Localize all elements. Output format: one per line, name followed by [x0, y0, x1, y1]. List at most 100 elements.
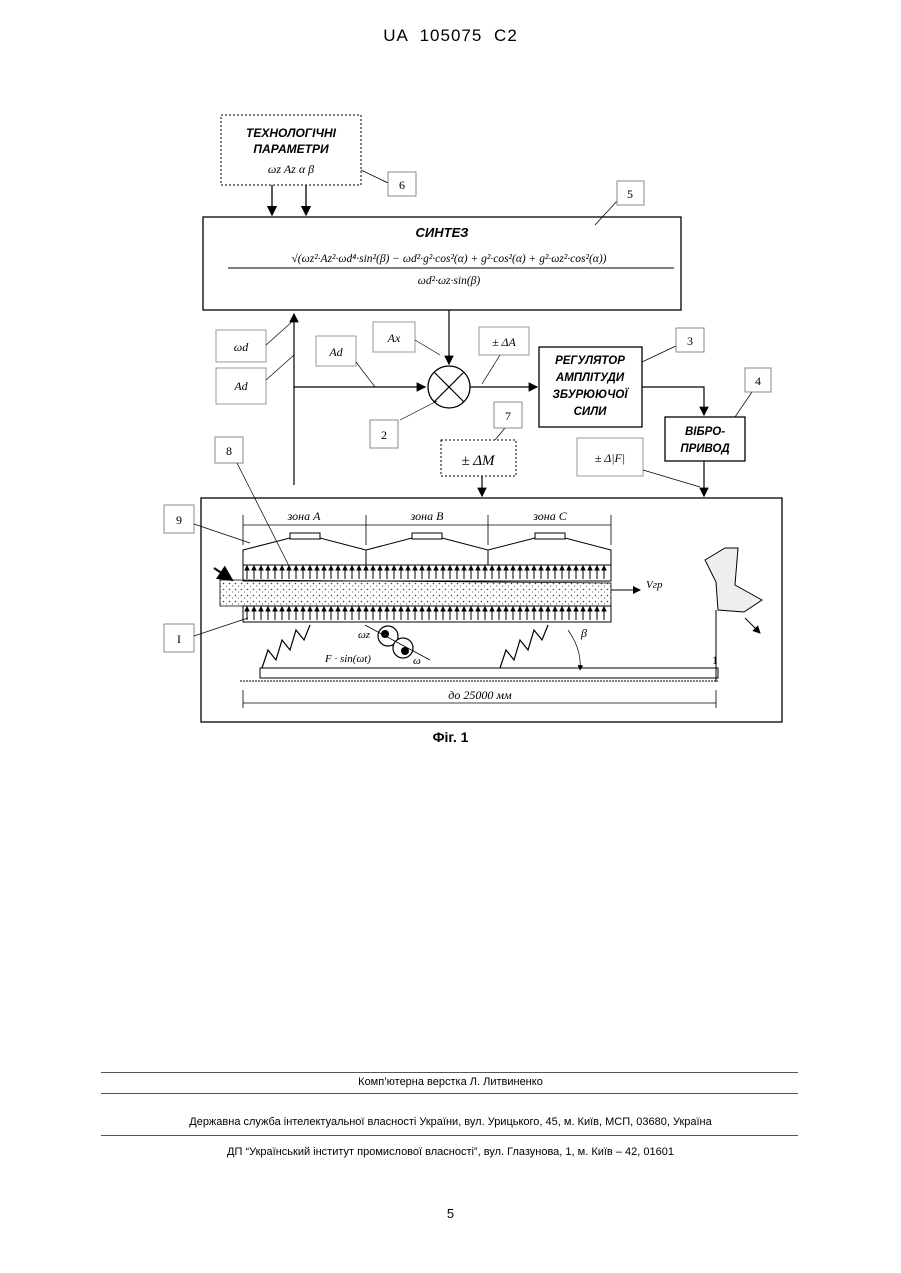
nozzle-arrowhead — [259, 607, 263, 611]
nozzle-arrowhead — [259, 566, 263, 570]
nozzle-arrowhead — [504, 607, 508, 611]
nozzle-arrowhead — [448, 607, 452, 611]
callout-9-label: 9 — [176, 513, 182, 527]
nozzle-arrowhead — [364, 607, 368, 611]
figure-caption: Фіг. 1 — [0, 729, 901, 745]
signal-a-d: Ad — [316, 336, 356, 366]
nozzle-arrowhead — [567, 607, 571, 611]
nozzle-arrowhead — [525, 566, 529, 570]
nozzle-arrowhead — [266, 566, 270, 570]
nozzle-arrowhead — [336, 566, 340, 570]
nozzle-arrowhead — [399, 607, 403, 611]
footer-rule — [101, 1093, 798, 1094]
nozzle-arrowhead — [308, 566, 312, 570]
regulator-line-1: РЕГУЛЯТОР — [555, 355, 625, 367]
nozzle-arrowhead — [329, 607, 333, 611]
callout-3-label: 3 — [687, 334, 693, 348]
length-label: до 25000 мм — [448, 688, 512, 702]
synthesis-denominator: ωd²·ωz·sin(β) — [418, 275, 481, 287]
nozzle-arrowhead — [413, 566, 417, 570]
callout-7: 7 — [494, 402, 522, 428]
signal-delta-a: ± ΔA — [479, 327, 529, 355]
zone-b-label: зона B — [410, 509, 444, 523]
nozzle-arrowhead — [364, 566, 368, 570]
nozzle-arrowhead — [462, 607, 466, 611]
nozzle-arrowhead — [595, 607, 599, 611]
tech-params-title-1: ТЕХНОЛОГІЧНІ — [246, 126, 337, 140]
regulator-block: РЕГУЛЯТОР АМПЛІТУДИ ЗБУРЮЮЧОЇ СИЛИ — [539, 347, 642, 427]
nozzle-arrowhead — [469, 607, 473, 611]
nozzle-arrowhead — [385, 607, 389, 611]
signal-a-d-left-label: Ad — [233, 379, 248, 393]
nozzle-arrowhead — [301, 607, 305, 611]
nozzle-arrowhead — [315, 566, 319, 570]
signal-delta-m-label: ± ΔM — [461, 453, 496, 469]
nozzle-arrowhead — [350, 566, 354, 570]
nozzle-arrowhead — [350, 607, 354, 611]
nozzle-arrowhead — [448, 566, 452, 570]
nozzle-arrowhead — [455, 566, 459, 570]
material-bed — [220, 580, 611, 606]
nozzle-arrowhead — [420, 607, 424, 611]
callout-7-label: 7 — [505, 409, 511, 423]
signal-delta-f: ± Δ|F| — [577, 438, 643, 476]
nozzle-arrowhead — [322, 566, 326, 570]
nozzle-arrowhead — [574, 607, 578, 611]
nozzle-arrowhead — [602, 566, 606, 570]
layout-credit: Комп’ютерна верстка Л. Литвиненко — [0, 1076, 901, 1088]
nozzle-arrowhead — [392, 607, 396, 611]
nozzle-arrowhead — [343, 566, 347, 570]
nozzle-arrowhead — [427, 566, 431, 570]
nozzle-arrowhead — [252, 566, 256, 570]
nozzle-arrowhead — [539, 607, 543, 611]
signal-a-x: Ax — [373, 322, 415, 352]
delta-m-block: ± ΔM — [441, 440, 516, 476]
signal-delta-a-label: ± ΔA — [492, 335, 516, 349]
nozzle-arrowhead — [301, 566, 305, 570]
callout-i: I — [164, 624, 194, 652]
nozzle-arrowhead — [378, 607, 382, 611]
page-number: 5 — [0, 1206, 901, 1221]
nozzle-arrowhead — [525, 607, 529, 611]
nozzle-arrowhead — [476, 566, 480, 570]
nozzle-arrowhead — [588, 566, 592, 570]
callout-6: 6 — [388, 172, 416, 196]
zone-a-label: зона A — [287, 509, 321, 523]
nozzle-arrowhead — [581, 607, 585, 611]
nozzle-arrowhead — [434, 607, 438, 611]
nozzle-arrowhead — [315, 607, 319, 611]
nozzle-arrowhead — [588, 607, 592, 611]
vibrodrive-line-2: ПРИВОД — [680, 443, 729, 455]
nozzle-arrowhead — [483, 607, 487, 611]
nozzle-arrowhead — [294, 566, 298, 570]
nozzle-arrowhead — [518, 607, 522, 611]
signal-a-d-left: Ad — [216, 368, 266, 404]
signal-a-x-label: Ax — [387, 331, 401, 345]
nozzle-arrowhead — [385, 566, 389, 570]
nozzle-arrowhead — [574, 566, 578, 570]
signal-omega-z: ωz — [358, 629, 371, 641]
nozzle-arrowhead — [434, 566, 438, 570]
nozzle-arrowhead — [343, 607, 347, 611]
nozzle-arrowhead — [462, 566, 466, 570]
callout-3: 3 — [676, 328, 704, 352]
nozzle-arrowhead — [336, 607, 340, 611]
nozzle-arrowhead — [294, 607, 298, 611]
nozzle-arrowhead — [539, 566, 543, 570]
nozzle-arrowhead — [406, 566, 410, 570]
nozzle-arrowhead — [581, 566, 585, 570]
nozzle-arrowhead — [287, 607, 291, 611]
nozzle-arrowhead — [553, 607, 557, 611]
nozzle-arrowhead — [553, 566, 557, 570]
nozzle-arrowhead — [441, 566, 445, 570]
callout-4: 4 — [745, 368, 771, 392]
nozzle-arrowhead — [371, 607, 375, 611]
synthesis-block: СИНТЕЗ √(ωz²·Az²·ωd⁴·sin²(β) − ωd²·g²·co… — [203, 217, 681, 310]
nozzle-arrowhead — [357, 607, 361, 611]
nozzle-arrowhead — [560, 566, 564, 570]
nozzle-arrowhead — [504, 566, 508, 570]
nozzle-arrowhead — [497, 607, 501, 611]
signal-omega-d-label: ωd — [234, 340, 249, 354]
nozzle-arrowhead — [441, 607, 445, 611]
nozzle-arrowhead — [245, 566, 249, 570]
